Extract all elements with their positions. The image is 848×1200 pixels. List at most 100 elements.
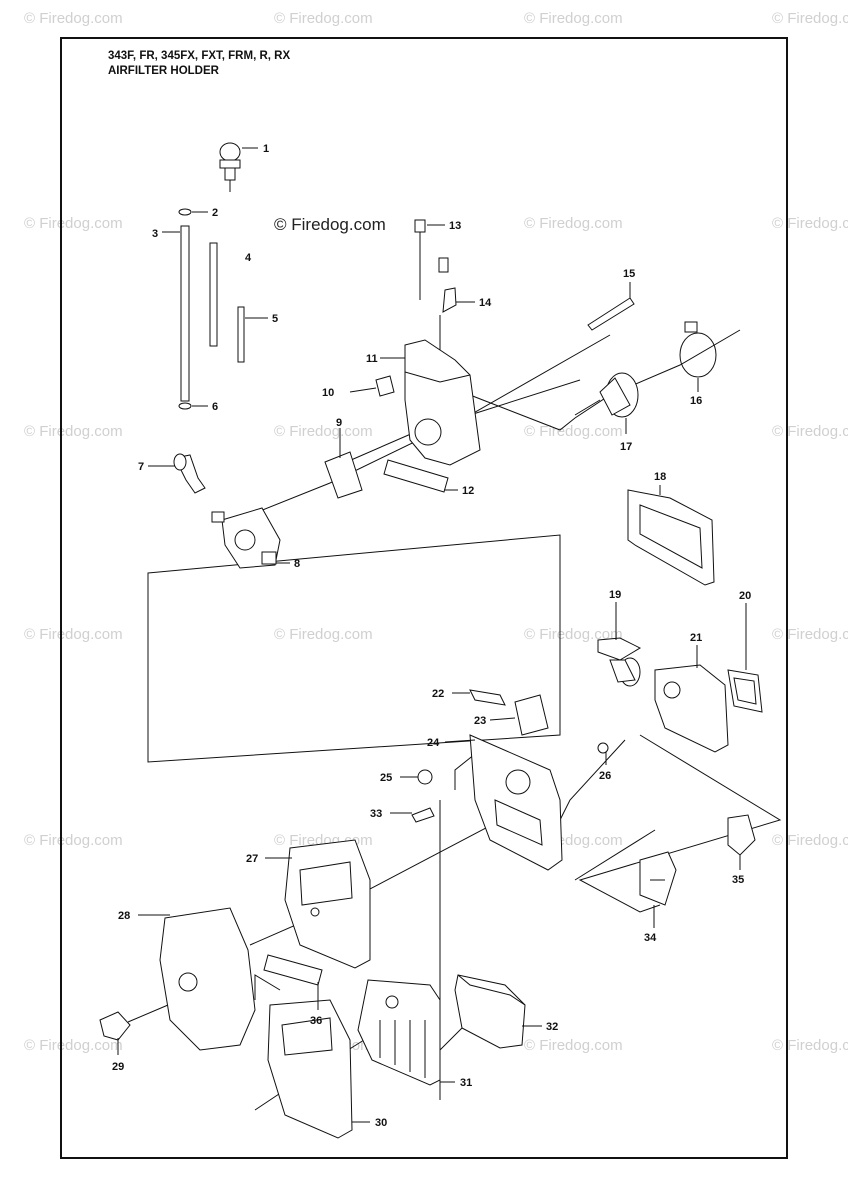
watermark-text: © Firedog.com (274, 626, 373, 643)
watermark-text: © Firedog.com (24, 10, 123, 27)
part-4-tube (209, 242, 218, 347)
watermark-text: © Firedog.com (524, 626, 623, 643)
part-3-tube (180, 225, 190, 402)
part-2-o-ring (178, 208, 192, 216)
part-16-hose-clamp (679, 321, 717, 378)
part-29-knob (99, 1004, 169, 1041)
part-5-tube (237, 306, 245, 363)
label-5: 5 (272, 313, 278, 325)
watermark-text: © Firedog.com (524, 10, 623, 27)
label-1: 1 (263, 143, 269, 155)
part-22-screw (469, 689, 506, 706)
watermark-text: © Firedog.com (772, 423, 848, 440)
label-22: 22 (432, 688, 444, 700)
label-16: 16 (690, 395, 702, 407)
watermark-text: © Firedog.com (772, 10, 848, 27)
label-32: 32 (546, 1021, 558, 1033)
label-30: 30 (375, 1117, 387, 1129)
center-watermark: © Firedog.com (274, 215, 386, 234)
watermark-text: © Firedog.com (772, 626, 848, 643)
axis-line-1 (224, 334, 611, 526)
axis-36 (254, 974, 281, 1000)
part-32-filter-element (454, 974, 526, 1049)
page-title: AIRFILTER HOLDER (108, 65, 219, 77)
label-20: 20 (739, 590, 751, 602)
part-28-filter-cover (159, 907, 256, 1051)
label-27: 27 (246, 853, 258, 865)
part-30-filter (267, 999, 353, 1139)
axis-26 (559, 739, 626, 821)
label-14: 14 (479, 297, 492, 309)
part-13-screw (414, 219, 426, 300)
part-1-primer-bulb (219, 142, 241, 192)
diagram-frame (60, 37, 788, 1159)
part-12-seal-strip (383, 459, 449, 493)
watermark-text: © Firedog.com (274, 423, 373, 440)
label-24: 24 (427, 737, 440, 749)
watermark-text: © Firedog.com (772, 1037, 848, 1054)
label-28: 28 (118, 910, 130, 922)
assembly-outline-right (578, 734, 782, 913)
watermark-text: © Firedog.com (24, 423, 123, 440)
watermark-text: © Firedog.com (274, 10, 373, 27)
watermark-text: © Firedog.com (524, 423, 623, 440)
label-18: 18 (654, 471, 666, 483)
axis-34 (574, 829, 656, 881)
watermark-text: © Firedog.com (24, 215, 123, 232)
label-12: 12 (462, 485, 474, 497)
carb-assembly-outline (147, 534, 561, 763)
axis-17 (574, 399, 601, 416)
label-19: 19 (609, 589, 621, 601)
part-25-nut (417, 769, 433, 785)
part-6-o-ring (178, 402, 192, 410)
label-8: 8 (294, 558, 300, 570)
label-23: 23 (474, 715, 486, 727)
label-29: 29 (112, 1061, 124, 1073)
part-31-filter-grille (357, 979, 441, 1086)
part-15-bolt (587, 297, 635, 331)
watermark-text: © Firedog.com (524, 1037, 623, 1054)
part-18-cover (627, 489, 715, 586)
part-17-intake-boot (599, 372, 639, 418)
part-21-housing (654, 664, 729, 753)
label-11: 11 (366, 353, 378, 365)
label-33: 33 (370, 808, 382, 820)
part-11-airfilter-holder (404, 339, 481, 466)
watermark-text: © Firedog.com (24, 1037, 123, 1054)
label-17: 17 (620, 441, 632, 453)
part-19-duct (597, 637, 642, 687)
part-23-bracket (514, 694, 549, 736)
watermark-text: © Firedog.com (772, 832, 848, 849)
part-14-bracket (438, 257, 457, 313)
model-list: 343F, FR, 345FX, FXT, FRM, R, RX (108, 50, 291, 62)
part-36-seal-strip (263, 954, 323, 986)
label-3: 3 (152, 228, 158, 240)
part-35-knob (727, 814, 756, 856)
part-33-screw (411, 807, 435, 823)
label-6: 6 (212, 401, 218, 413)
label-21: 21 (690, 632, 702, 644)
label-31: 31 (460, 1077, 472, 1089)
label-26: 26 (599, 770, 611, 782)
part-number-labels: 1 2 3 4 5 6 7 8 9 10 11 12 13 14 15 16 1… (112, 143, 751, 1129)
part-20-gasket (727, 669, 763, 713)
part-34-lever (639, 851, 677, 906)
part-26-nut (597, 742, 609, 754)
part-20-gasket-inner (733, 677, 757, 705)
label-36: 36 (310, 1015, 322, 1027)
part-24-filter-base (469, 734, 563, 871)
watermark-text: © Firedog.com (524, 215, 623, 232)
label-25: 25 (380, 772, 392, 784)
label-15: 15 (623, 268, 635, 280)
leader-lines (117, 147, 747, 1123)
part-27-prefilter (284, 839, 371, 969)
axis-line-2 (334, 329, 741, 468)
part-8-carburetor (211, 507, 281, 569)
label-4: 4 (245, 252, 252, 264)
label-2: 2 (212, 207, 218, 219)
part-7-fitting (173, 453, 206, 494)
label-34: 34 (644, 932, 657, 944)
watermark-text: © Firedog.com (772, 215, 848, 232)
watermark-text: © Firedog.com (24, 626, 123, 643)
